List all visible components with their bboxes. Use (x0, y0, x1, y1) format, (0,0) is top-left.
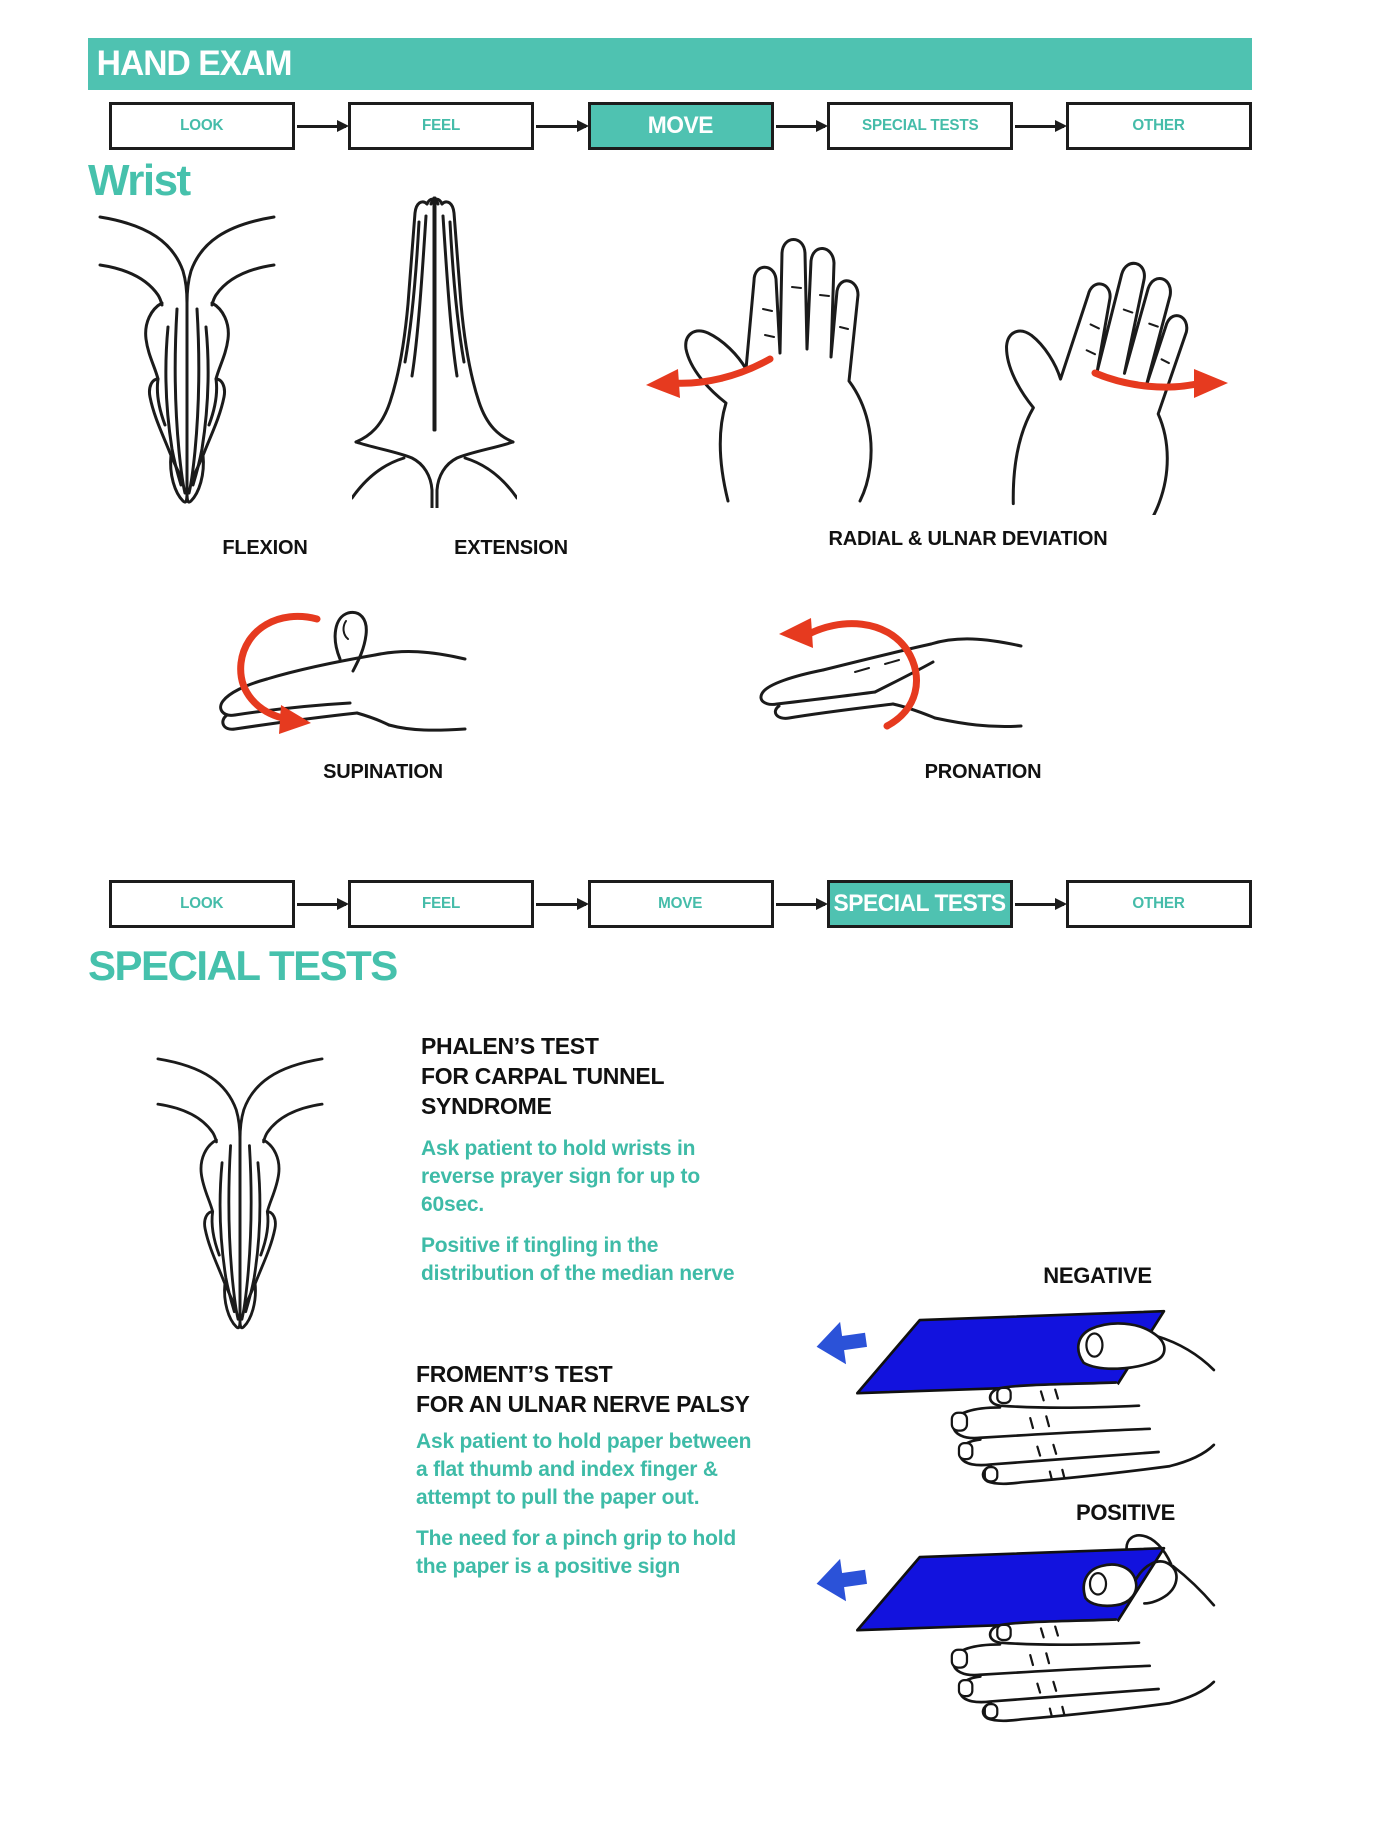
arrow-right-icon (297, 120, 350, 132)
gripping-hand (950, 1322, 1216, 1486)
froment-negative-label: NEGATIVE (1043, 1263, 1152, 1288)
extension-illustration (352, 196, 517, 508)
supination-illustration (219, 610, 467, 734)
arrow-right-icon (536, 120, 589, 132)
phalen-instruction: Ask patient to hold wrists in reverse pr… (421, 1136, 700, 1217)
pronation-hand (759, 637, 1023, 729)
pronation-red-arrow-icon (779, 618, 921, 730)
flow-step-special-tests-active[interactable]: SPECIAL TESTS (826, 880, 1013, 928)
exam-flowchart-row-move: LOOK FEEL MOVE SPECIAL TESTS OTHER (109, 102, 1252, 150)
ulnar-deviation-hand (970, 237, 1214, 515)
froment-positive-label: POSITIVE (1075, 1500, 1176, 1525)
phalen-title: PHALEN’S TEST FOR CARPAL TUNNEL SYNDROME (421, 1033, 664, 1119)
extension-label: EXTENSION (454, 537, 568, 559)
froment-interpretation: The need for a pinch grip to hold the pa… (416, 1526, 737, 1579)
phalen-test-text-block: PHALEN’S TEST FOR CARPAL TUNNEL SYNDROME… (421, 1032, 766, 1300)
supination-label: SUPINATION (323, 761, 443, 783)
wrist-section-heading: Wrist (88, 156, 191, 205)
pronation-label: PRONATION (924, 761, 1042, 783)
flow-step-other[interactable]: OTHER (1066, 102, 1252, 150)
arrow-right-icon (536, 898, 589, 910)
flexion-label: FLEXION (222, 537, 308, 559)
froment-title: FROMENT’S TEST FOR AN ULNAR NERVE PALSY (416, 1361, 750, 1417)
title-banner: HAND EXAM (88, 38, 1252, 90)
radial-ulnar-label: RADIAL & ULNAR DEVIATION (828, 528, 1108, 550)
pull-arrow-icon (816, 1558, 868, 1602)
gripping-hand-pinched-thumb (950, 1534, 1216, 1723)
arrow-right-icon (775, 898, 829, 910)
froment-positive-illustration (816, 1534, 1216, 1723)
exam-flowchart-row-special-tests: LOOK FEEL MOVE SPECIAL TESTS OTHER (109, 880, 1252, 928)
flow-step-look[interactable]: LOOK (109, 880, 295, 928)
radial-ulnar-deviation-illustration (646, 237, 1228, 515)
flow-step-look[interactable]: LOOK (109, 102, 295, 150)
froment-negative-illustration (816, 1309, 1216, 1486)
flow-step-other[interactable]: OTHER (1066, 880, 1252, 928)
page-title: HAND EXAM (96, 44, 293, 83)
supination-red-arrow-icon (237, 612, 321, 734)
arrow-right-icon (1014, 120, 1068, 132)
pronation-illustration (759, 618, 1023, 730)
froment-instruction: Ask patient to hold paper between a flat… (416, 1429, 752, 1510)
radial-deviation-hand (684, 238, 873, 503)
pull-arrow-icon (816, 1321, 868, 1365)
supination-hand (219, 610, 467, 732)
arrow-right-icon (1014, 898, 1068, 910)
phalen-interpretation: Positive if tingling in the distribution… (421, 1233, 735, 1286)
ulnar-deviation-red-arrow-icon (1091, 369, 1228, 398)
flow-step-feel[interactable]: FEEL (348, 880, 535, 928)
flexion-illustration (98, 215, 276, 504)
flow-step-move[interactable]: MOVE (587, 880, 774, 928)
flow-step-special-tests[interactable]: SPECIAL TESTS (826, 102, 1013, 150)
arrow-right-icon (297, 898, 350, 910)
froment-test-text-block: FROMENT’S TEST FOR AN ULNAR NERVE PALSY … (416, 1360, 761, 1594)
phalen-test-illustration (156, 1057, 324, 1330)
flow-step-move-active[interactable]: MOVE (587, 102, 774, 150)
radial-deviation-red-arrow-icon (646, 355, 774, 398)
arrow-right-icon (775, 120, 829, 132)
special-tests-section-heading: SPECIAL TESTS (88, 942, 398, 989)
flow-step-feel[interactable]: FEEL (348, 102, 535, 150)
